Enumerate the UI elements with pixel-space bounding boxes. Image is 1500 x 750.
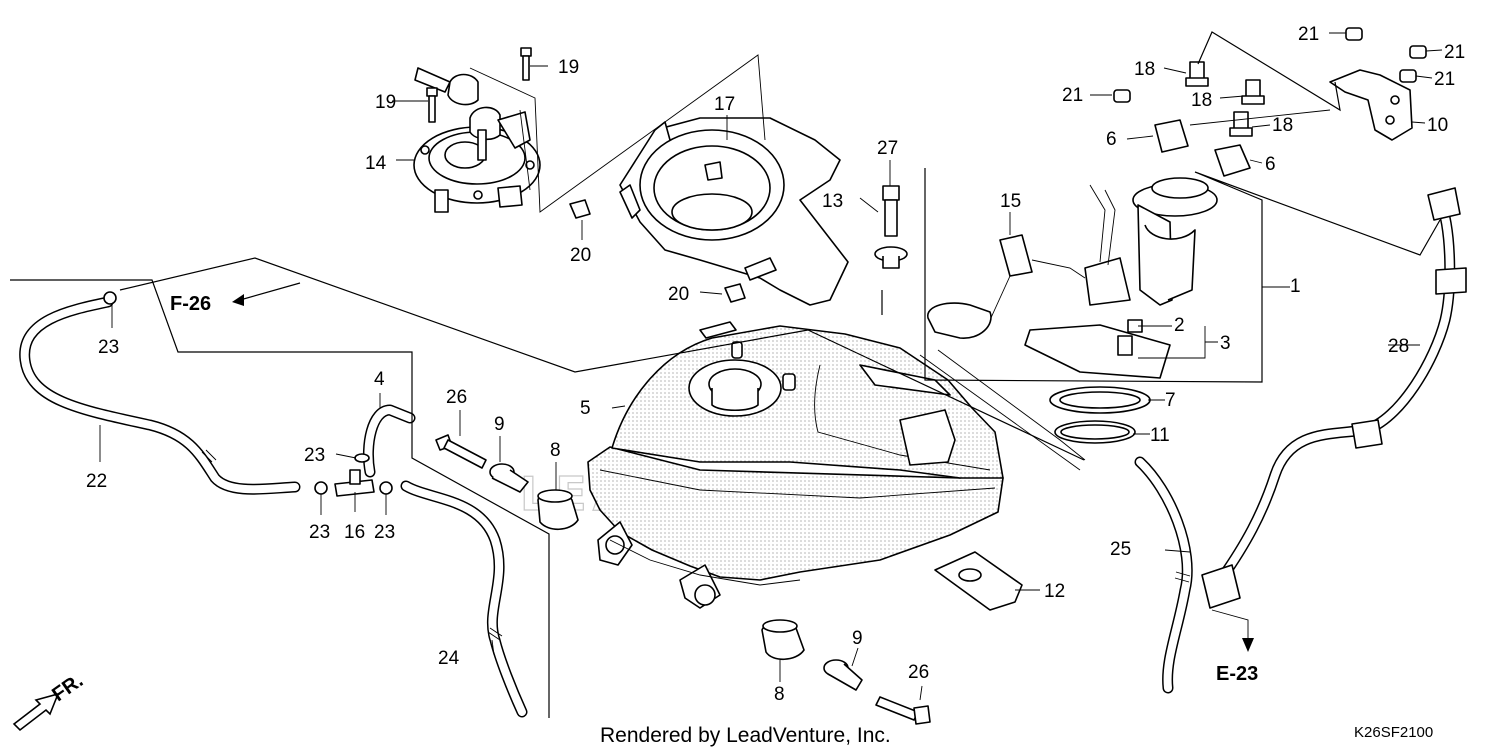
collar-18-b[interactable] bbox=[1241, 79, 1265, 105]
label-8-a: 8 bbox=[550, 440, 561, 461]
label-11: 11 bbox=[1150, 425, 1170, 446]
fuel-tank[interactable] bbox=[587, 321, 1004, 609]
label-21-d: 21 bbox=[1434, 69, 1455, 90]
label-21-c: 21 bbox=[1444, 42, 1465, 63]
nut-21-d[interactable] bbox=[1399, 69, 1417, 83]
hose-25[interactable] bbox=[1134, 456, 1193, 694]
label-26-b: 26 bbox=[908, 662, 929, 683]
ref-e23: E-23 bbox=[1216, 663, 1258, 685]
label-6-b: 6 bbox=[1265, 154, 1276, 175]
clip-20-lower[interactable] bbox=[724, 283, 746, 303]
label-5: 5 bbox=[580, 398, 591, 419]
label-24: 24 bbox=[438, 648, 460, 669]
label-23-c: 23 bbox=[374, 522, 395, 543]
collar-9-left[interactable] bbox=[489, 463, 529, 493]
bolt-26-left[interactable] bbox=[435, 434, 487, 469]
filler-cap[interactable] bbox=[413, 67, 541, 213]
nut-21-b[interactable] bbox=[1345, 27, 1363, 41]
label-23-b: 23 bbox=[309, 522, 330, 543]
credit-text: Rendered by LeadVenture, Inc. bbox=[600, 724, 891, 747]
label-17: 17 bbox=[714, 94, 735, 115]
bolt-19-lower[interactable] bbox=[426, 87, 438, 123]
label-16: 16 bbox=[344, 522, 365, 543]
bracket-10[interactable] bbox=[1329, 69, 1413, 141]
label-9-a: 9 bbox=[494, 414, 505, 435]
hose-clip-23-a[interactable] bbox=[354, 453, 370, 463]
hose-clip-23-b[interactable] bbox=[314, 481, 328, 495]
rubber-8-left[interactable] bbox=[537, 489, 579, 531]
collar-18-a[interactable] bbox=[1185, 61, 1209, 87]
cushion-12[interactable] bbox=[934, 551, 1023, 611]
label-20-b: 20 bbox=[668, 284, 689, 305]
label-4: 4 bbox=[374, 369, 385, 390]
rubber-8-bottom[interactable] bbox=[761, 619, 805, 661]
arrow-e23 bbox=[1242, 638, 1254, 652]
bolt-19-upper[interactable] bbox=[520, 47, 532, 81]
label-28: 28 bbox=[1388, 336, 1409, 357]
label-18-c: 18 bbox=[1272, 115, 1293, 136]
hose-22[interactable] bbox=[19, 296, 301, 495]
bolt-26-bottom[interactable] bbox=[875, 696, 931, 725]
gasket-11[interactable] bbox=[1054, 420, 1136, 444]
packing-7[interactable] bbox=[1049, 386, 1151, 414]
joint-16[interactable] bbox=[334, 469, 375, 497]
hose-clip-23-top[interactable] bbox=[103, 291, 117, 305]
clip-20-upper[interactable] bbox=[569, 199, 591, 219]
front-arrow-icon bbox=[12, 692, 60, 732]
label-18-b: 18 bbox=[1191, 90, 1212, 111]
rubber-6-b[interactable] bbox=[1214, 144, 1251, 177]
label-23-a: 23 bbox=[304, 445, 325, 466]
hose-clip-23-c[interactable] bbox=[379, 481, 393, 495]
label-13: 13 bbox=[822, 191, 843, 212]
label-15: 15 bbox=[1000, 191, 1021, 212]
label-12: 12 bbox=[1044, 581, 1065, 602]
label-22: 22 bbox=[86, 471, 107, 492]
wire-harness-28[interactable] bbox=[1201, 187, 1467, 609]
hose-4[interactable] bbox=[362, 404, 416, 478]
ref-f26: F-26 bbox=[170, 293, 211, 315]
grommet-13[interactable] bbox=[874, 246, 908, 269]
rubber-6-a[interactable] bbox=[1154, 119, 1189, 153]
label-3: 3 bbox=[1220, 333, 1231, 354]
label-9-b: 9 bbox=[852, 628, 863, 649]
part-labels: 1 2 3 4 5 6 6 7 8 8 9 9 10 11 12 13 14 1… bbox=[48, 24, 1465, 747]
label-18-a: 18 bbox=[1134, 59, 1155, 80]
label-26-a: 26 bbox=[446, 387, 467, 408]
leader-lines bbox=[10, 31, 1443, 718]
label-10: 10 bbox=[1427, 115, 1448, 136]
label-19-a: 19 bbox=[558, 57, 579, 78]
arrow-f26 bbox=[232, 282, 301, 306]
filler-tray[interactable] bbox=[619, 117, 849, 306]
collar-18-c[interactable] bbox=[1229, 111, 1253, 137]
label-2: 2 bbox=[1174, 315, 1185, 336]
label-21-b: 21 bbox=[1298, 24, 1319, 45]
label-7: 7 bbox=[1165, 390, 1176, 411]
nut-21-a[interactable] bbox=[1113, 89, 1131, 103]
diagram-code: K26SF2100 bbox=[1354, 724, 1433, 741]
nut-21-c[interactable] bbox=[1409, 45, 1427, 59]
hose-24[interactable] bbox=[400, 480, 528, 718]
label-25: 25 bbox=[1110, 539, 1131, 560]
label-1: 1 bbox=[1290, 276, 1301, 297]
fuel-pump-assembly[interactable] bbox=[927, 177, 1218, 379]
label-8-b: 8 bbox=[774, 684, 785, 705]
collar-9-bottom[interactable] bbox=[823, 659, 863, 691]
label-27: 27 bbox=[877, 138, 898, 159]
label-6-a: 6 bbox=[1106, 129, 1117, 150]
bolt-27[interactable] bbox=[882, 185, 900, 237]
label-21-a: 21 bbox=[1062, 85, 1083, 106]
label-23-top: 23 bbox=[98, 337, 119, 358]
label-20-a: 20 bbox=[570, 245, 591, 266]
label-14: 14 bbox=[365, 153, 387, 174]
label-19-b: 19 bbox=[375, 92, 396, 113]
